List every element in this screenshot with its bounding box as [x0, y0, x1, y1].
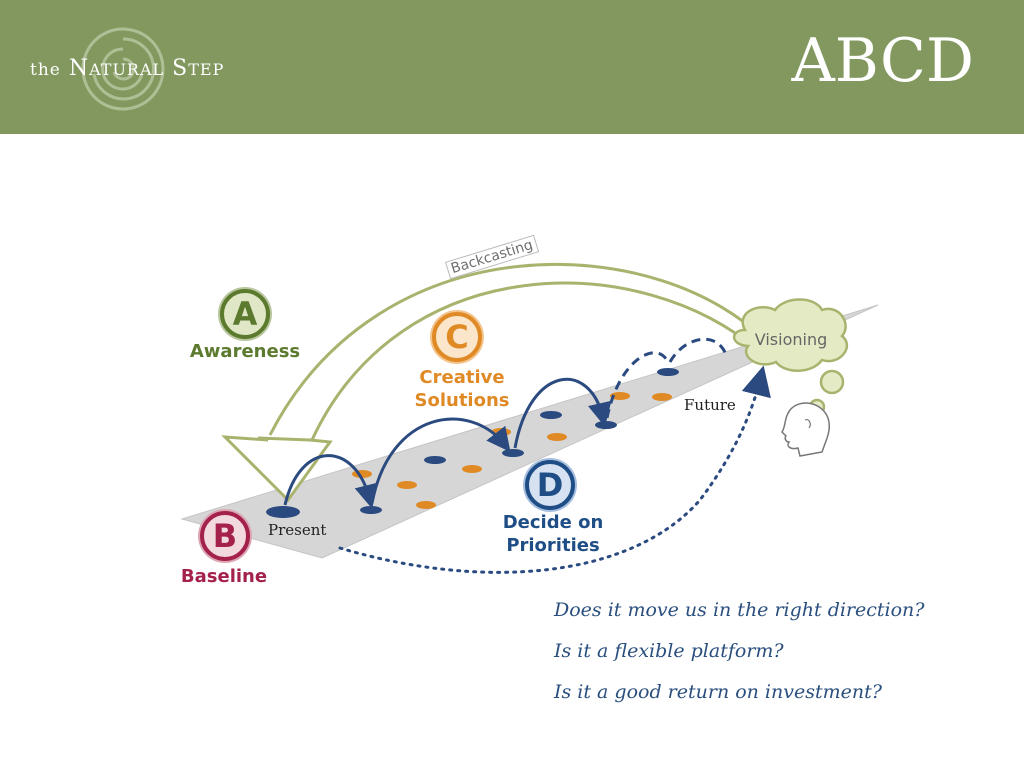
- logo-word2-rest: TEP: [188, 60, 225, 79]
- head-icon: [781, 402, 831, 457]
- header-banner: the NATURAL STEP ABCD: [0, 0, 1024, 134]
- step-a-label: Awareness: [189, 341, 301, 362]
- step-d-letter: D: [536, 466, 564, 504]
- backcasting-arrowhead: [221, 435, 333, 503]
- logo-word1-initial: N: [68, 56, 90, 81]
- step-a-letter: A: [232, 295, 258, 333]
- step-a-badge: A: [220, 289, 270, 339]
- evaluation-questions: Does it move us in the right direction? …: [554, 595, 924, 718]
- step-c-badge: C: [432, 312, 482, 362]
- step-c-letter: C: [445, 318, 469, 356]
- step-c-label-line1: Creative: [419, 367, 505, 388]
- visioning-cloud-icon: [732, 298, 849, 372]
- step-d-label-line1: Decide on: [502, 512, 604, 533]
- step-b-label: Baseline: [180, 566, 268, 587]
- hop-arcs: [283, 337, 729, 509]
- logo-wordmark: the NATURAL STEP: [30, 56, 224, 81]
- backcasting-arrow: [268, 262, 772, 436]
- thought-bubble-large-icon: [819, 369, 845, 395]
- backcasting-arrow-inner: [310, 281, 761, 441]
- logo-word2-initial: S: [172, 56, 189, 81]
- diagram-canvas: [180, 262, 879, 574]
- question-direction: Does it move us in the right direction?: [554, 599, 925, 621]
- visioning-label: Visioning: [754, 330, 828, 349]
- step-b-badge: B: [200, 511, 250, 561]
- present-label: Present: [268, 521, 327, 539]
- step-b-letter: B: [212, 517, 238, 555]
- question-return: Is it a good return on investment?: [554, 681, 882, 703]
- future-dotted-arrow: [338, 365, 771, 574]
- question-flexible: Is it a flexible platform?: [554, 640, 784, 662]
- step-d-label-line2: Priorities: [506, 535, 600, 556]
- natural-step-logo-icon: [81, 27, 165, 111]
- logo-prefix: the: [30, 60, 61, 80]
- abcd-diagram: Backcasting Visioning Present Future A A…: [0, 134, 1024, 768]
- future-label: Future: [684, 396, 736, 414]
- slide-title: ABCD: [791, 26, 974, 96]
- step-c-label-line2: Solutions: [414, 390, 510, 411]
- step-d-badge: D: [525, 460, 575, 510]
- logo-word1-rest: ATURAL: [89, 60, 165, 79]
